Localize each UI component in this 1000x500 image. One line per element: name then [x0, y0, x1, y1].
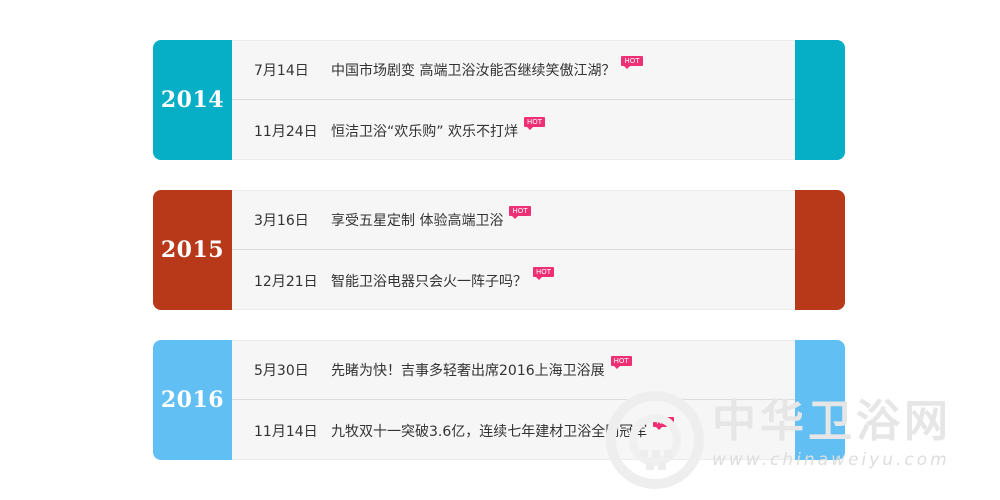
- news-item[interactable]: 7月14日 中国市场剧变 高端卫浴汝能否继续笑傲江湖？HOT: [232, 41, 795, 100]
- timeline-card-2015: 2015 3月16日 享受五星定制 体验高端卫浴HOT 12月21日 智能卫浴电…: [153, 190, 845, 310]
- news-item[interactable]: 5月30日 先睹为快！吉事多轻奢出席2016上海卫浴展HOT: [232, 341, 795, 400]
- hot-badge: HOT: [653, 416, 675, 430]
- news-title[interactable]: 中国市场剧变 高端卫浴汝能否继续笑傲江湖？HOT: [331, 56, 643, 80]
- news-item[interactable]: 11月14日 九牧双十一突破3.6亿，连续七年建材卫浴全网冠军HOT: [232, 401, 795, 460]
- hot-badge: HOT: [610, 356, 632, 369]
- year-label-2014: 2014: [153, 40, 232, 160]
- news-title[interactable]: 恒洁卫浴“欢乐购” 欢乐不打烊HOT: [331, 116, 546, 141]
- hot-badge: HOT: [533, 266, 555, 280]
- news-list-2014: 7月14日 中国市场剧变 高端卫浴汝能否继续笑傲江湖？HOT 11月24日 恒洁…: [232, 40, 795, 160]
- news-date: 7月14日: [254, 63, 309, 79]
- news-date: 11月24日: [254, 123, 318, 140]
- news-date: 5月30日: [254, 363, 309, 379]
- news-item[interactable]: 11月24日 恒洁卫浴“欢乐购” 欢乐不打烊HOT: [232, 101, 795, 160]
- hot-badge: HOT: [523, 116, 546, 130]
- news-list-2016: 5月30日 先睹为快！吉事多轻奢出席2016上海卫浴展HOT 11月14日 九牧…: [232, 340, 795, 460]
- accent-strip: [795, 190, 845, 310]
- news-title[interactable]: 智能卫浴电器只会火一阵子吗？HOT: [331, 266, 555, 291]
- news-date: 12月21日: [254, 273, 318, 290]
- accent-strip: [795, 340, 845, 460]
- news-date: 3月16日: [254, 213, 309, 229]
- news-title[interactable]: 享受五星定制 体验高端卫浴HOT: [331, 206, 531, 230]
- news-date: 11月14日: [254, 423, 318, 440]
- year-label-2015: 2015: [153, 190, 232, 310]
- hot-badge: HOT: [621, 56, 643, 69]
- accent-strip: [795, 40, 845, 160]
- news-item[interactable]: 12月21日 智能卫浴电器只会火一阵子吗？HOT: [232, 251, 795, 310]
- year-label-2016: 2016: [153, 340, 232, 460]
- hot-badge: HOT: [509, 206, 531, 219]
- news-title[interactable]: 九牧双十一突破3.6亿，连续七年建材卫浴全网冠军HOT: [331, 416, 675, 441]
- timeline-card-2014: 2014 7月14日 中国市场剧变 高端卫浴汝能否继续笑傲江湖？HOT 11月2…: [153, 40, 845, 160]
- timeline-card-2016: 2016 5月30日 先睹为快！吉事多轻奢出席2016上海卫浴展HOT 11月1…: [153, 340, 845, 460]
- news-item[interactable]: 3月16日 享受五星定制 体验高端卫浴HOT: [232, 191, 795, 250]
- news-title[interactable]: 先睹为快！吉事多轻奢出席2016上海卫浴展HOT: [331, 356, 632, 380]
- news-list-2015: 3月16日 享受五星定制 体验高端卫浴HOT 12月21日 智能卫浴电器只会火一…: [232, 190, 795, 310]
